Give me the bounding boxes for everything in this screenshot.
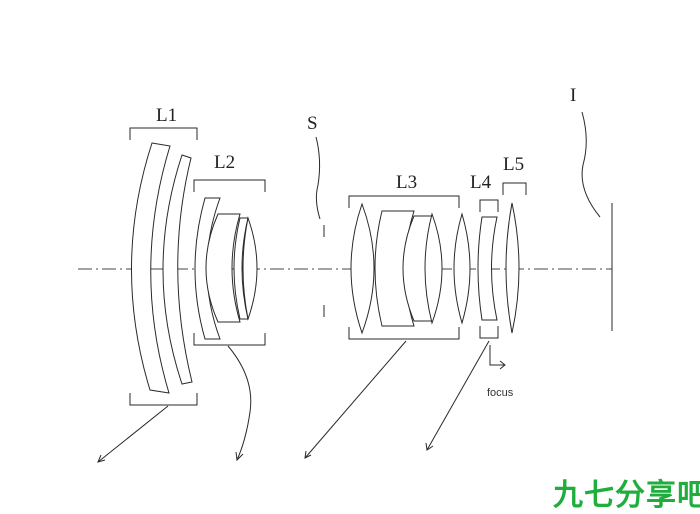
- bracket-l2-bottom: [193, 333, 266, 346]
- leader-s: [315, 136, 321, 220]
- lens-l1-element-1: [131, 142, 171, 394]
- bracket-l1-top: [129, 127, 198, 140]
- label-l5: L5: [503, 154, 524, 175]
- bracket-l4-bottom: [479, 326, 499, 339]
- leader-arrow-l3: [304, 340, 407, 459]
- bracket-l5-top: [502, 182, 527, 195]
- label-l2: L2: [214, 152, 235, 173]
- bracket-l3-top: [348, 195, 460, 208]
- lens-l2-element-2: [205, 213, 241, 323]
- lens-l3-element-5: [453, 212, 471, 325]
- lens-l3-element-4: [424, 212, 443, 325]
- leader-arrow-l1: [97, 405, 169, 463]
- bracket-l2-top: [193, 179, 266, 192]
- leader-arrow-l4: [426, 340, 490, 451]
- label-i: I: [570, 85, 576, 106]
- label-l1: L1: [156, 105, 177, 126]
- lens-l2-element-4: [242, 216, 258, 321]
- bracket-l1-bottom: [129, 393, 198, 406]
- lens-l3-element-1: [350, 202, 375, 335]
- label-s: S: [307, 113, 318, 134]
- bracket-l4-top: [479, 199, 499, 212]
- lens-l1-element-2: [162, 154, 193, 385]
- focus-arrow: [489, 345, 504, 366]
- label-l3: L3: [396, 172, 417, 193]
- label-l4: L4: [470, 172, 492, 193]
- leader-i: [581, 111, 601, 218]
- bracket-l3-bottom: [348, 327, 460, 340]
- leader-arrow-l4-head: [425, 442, 434, 451]
- watermark-logo: 九七分享吧: [553, 478, 700, 513]
- leader-arrow-l2-head: [235, 451, 244, 462]
- focus-label: focus: [487, 387, 514, 399]
- lens-l5-element: [505, 202, 520, 334]
- leader-arrow-l3-head: [304, 450, 312, 459]
- leader-arrow-l1-head: [97, 454, 106, 463]
- focus-arrow-head: [499, 360, 506, 370]
- leader-arrow-l2: [227, 345, 252, 461]
- lens-l4-element: [477, 216, 498, 321]
